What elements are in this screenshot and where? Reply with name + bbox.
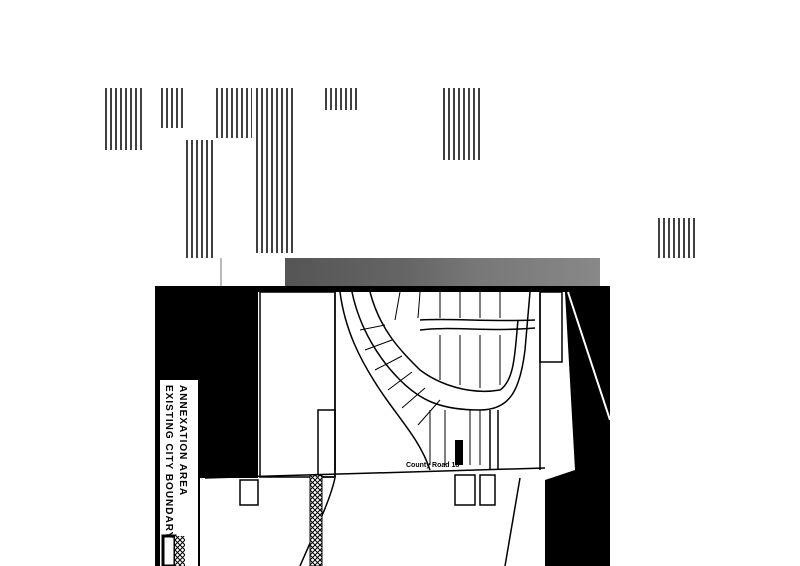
photo-edge xyxy=(220,258,222,288)
text-column-3 xyxy=(186,140,214,258)
legend-swatch-boundary xyxy=(161,534,177,566)
legend-swatch-annexation xyxy=(175,536,185,566)
text-column-6 xyxy=(325,88,357,110)
highlighted-lot xyxy=(455,440,463,465)
text-column-7 xyxy=(443,88,483,160)
lot-lines xyxy=(359,291,501,465)
text-column-5 xyxy=(256,88,296,253)
text-column-4 xyxy=(216,88,252,138)
annexation-area-strip xyxy=(309,474,323,566)
text-column-8 xyxy=(658,218,698,258)
text-column-1 xyxy=(105,88,145,150)
aerial-photo-strip xyxy=(285,258,600,288)
parcel-lines xyxy=(204,291,563,566)
legend-existing-city-boundary: EXISTING CITY BOUNDARY xyxy=(163,385,174,540)
text-column-2 xyxy=(161,88,185,128)
county-road-label: County Road 18 xyxy=(406,462,459,469)
map-top-border xyxy=(155,286,610,292)
legend-annexation-area: ANNEXATION AREA xyxy=(177,385,188,497)
existing-city-area-right xyxy=(545,292,610,566)
